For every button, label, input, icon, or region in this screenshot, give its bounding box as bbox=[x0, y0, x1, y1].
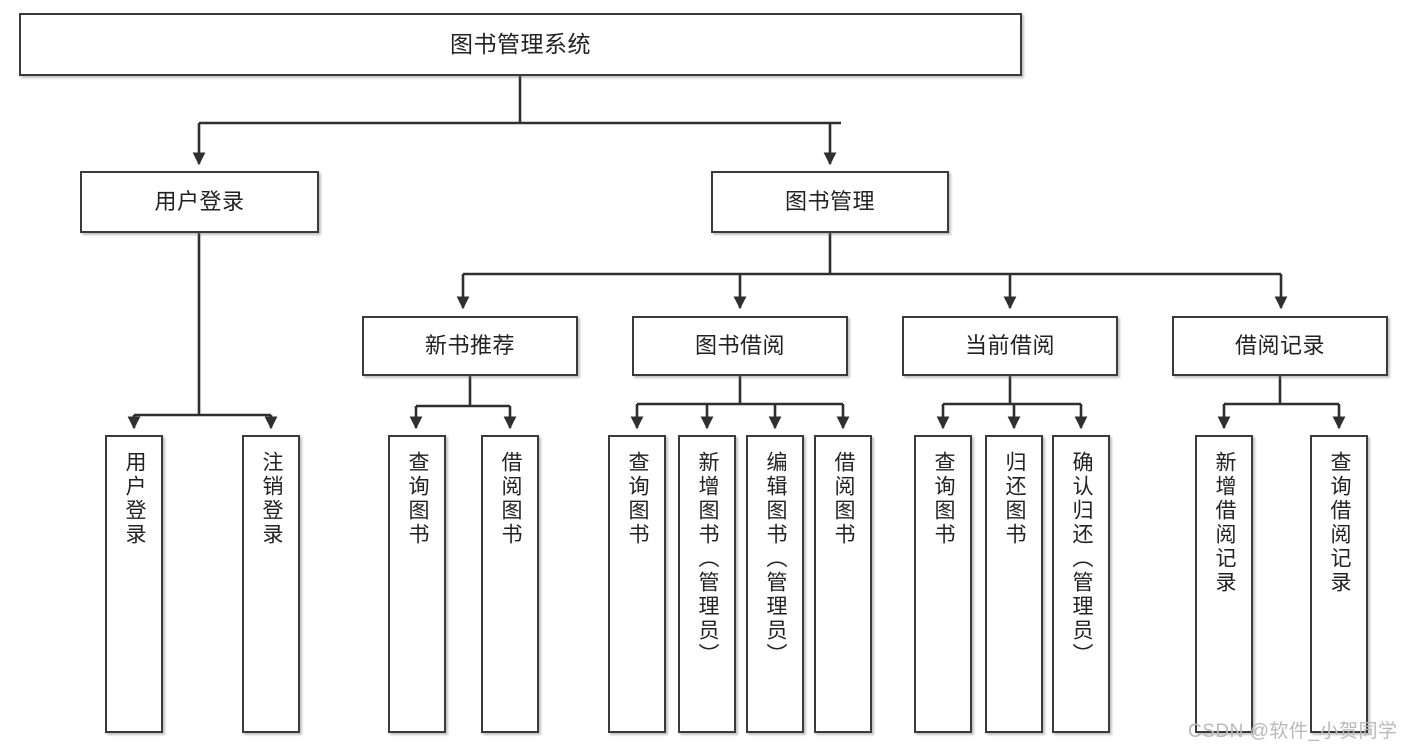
leaf-borrow-book-label: 借阅图书 bbox=[832, 451, 856, 547]
node-book-borrow-label: 图书借阅 bbox=[694, 333, 785, 359]
leaf-search-book-borrow[interactable]: 查询图书 bbox=[608, 435, 666, 733]
leaf-edit-book-admin[interactable]: 编辑图书（管理员） bbox=[746, 435, 804, 733]
leaf-search-borrow-record-label: 查询借阅记录 bbox=[1328, 451, 1352, 595]
node-new-book-recommend[interactable]: 新书推荐 bbox=[362, 316, 578, 376]
leaf-search-borrow-record[interactable]: 查询借阅记录 bbox=[1310, 435, 1368, 733]
leaf-confirm-return-admin-label: 确认归还（管理员） bbox=[1070, 451, 1094, 667]
leaf-search-book-recommend-label: 查询图书 bbox=[406, 451, 430, 547]
node-new-book-recommend-label: 新书推荐 bbox=[424, 333, 515, 359]
leaf-logout[interactable]: 注销登录 bbox=[242, 435, 300, 733]
leaf-add-borrow-record-label: 新增借阅记录 bbox=[1213, 451, 1237, 595]
leaf-borrow-book-recommend-label: 借阅图书 bbox=[499, 451, 523, 547]
node-current-borrow[interactable]: 当前借阅 bbox=[902, 316, 1118, 376]
node-book-management-label: 图书管理 bbox=[784, 189, 875, 215]
leaf-return-book-label: 归还图书 bbox=[1003, 451, 1027, 547]
leaf-search-book-borrow-label: 查询图书 bbox=[626, 451, 650, 547]
leaf-add-book-admin[interactable]: 新增图书（管理员） bbox=[678, 435, 736, 733]
node-book-management[interactable]: 图书管理 bbox=[711, 171, 949, 233]
leaf-add-book-admin-label: 新增图书（管理员） bbox=[696, 451, 720, 667]
leaf-borrow-book-recommend[interactable]: 借阅图书 bbox=[481, 435, 539, 733]
csdn-watermark: CSDN @软件_小贺同学 bbox=[1188, 721, 1398, 742]
leaf-add-borrow-record[interactable]: 新增借阅记录 bbox=[1195, 435, 1253, 733]
leaf-search-book-current-label: 查询图书 bbox=[932, 451, 956, 547]
leaf-user-login-label: 用户登录 bbox=[123, 451, 147, 547]
leaf-borrow-book[interactable]: 借阅图书 bbox=[814, 435, 872, 733]
node-borrow-record-label: 借阅记录 bbox=[1234, 333, 1325, 359]
node-root[interactable]: 图书管理系统 bbox=[19, 13, 1022, 76]
node-borrow-record[interactable]: 借阅记录 bbox=[1172, 316, 1388, 376]
leaf-search-book-recommend[interactable]: 查询图书 bbox=[388, 435, 446, 733]
node-user-login-label: 用户登录 bbox=[154, 189, 245, 215]
leaf-return-book[interactable]: 归还图书 bbox=[985, 435, 1043, 733]
leaf-logout-label: 注销登录 bbox=[260, 451, 284, 547]
node-book-borrow[interactable]: 图书借阅 bbox=[632, 316, 848, 376]
node-current-borrow-label: 当前借阅 bbox=[964, 333, 1055, 359]
node-root-label: 图书管理系统 bbox=[450, 30, 591, 57]
leaf-edit-book-admin-label: 编辑图书（管理员） bbox=[764, 451, 788, 667]
leaf-search-book-current[interactable]: 查询图书 bbox=[914, 435, 972, 733]
leaf-user-login[interactable]: 用户登录 bbox=[105, 435, 163, 733]
leaf-confirm-return-admin[interactable]: 确认归还（管理员） bbox=[1052, 435, 1110, 733]
node-user-login[interactable]: 用户登录 bbox=[80, 171, 319, 233]
